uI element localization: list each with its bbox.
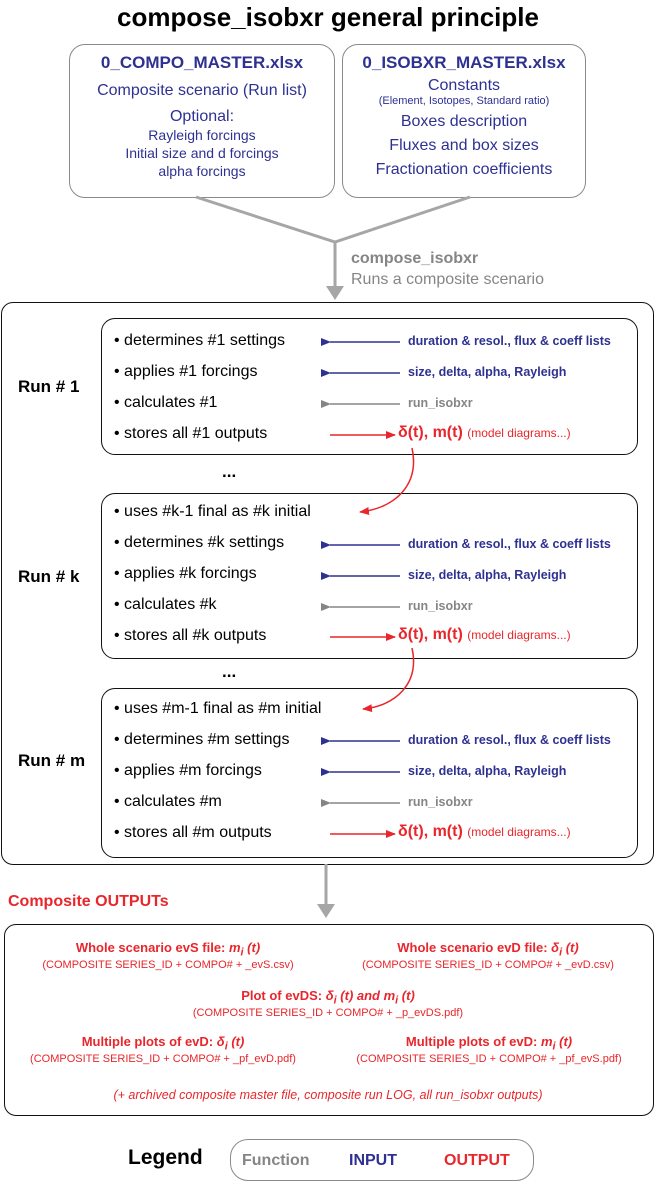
compose-description: Runs a composite scenario (351, 271, 544, 288)
run-1-step-calculates: • calculates #1 (114, 394, 218, 411)
compo-master-item-alpha: alpha forcings (158, 163, 246, 179)
output-mult-evs: Multiple plots of evD: mi (t) (COMPOSITE… (330, 1034, 648, 1065)
run-k-step-calculates: • calculates #k (114, 596, 217, 613)
run-1-output-symbols: δ(t), m(t) (398, 424, 463, 441)
isobxr-master-constants-sub: (Element, Isotopes, Standard ratio) (378, 95, 550, 107)
run-k-output-note: (model diagrams...) (467, 628, 571, 642)
compo-master-item-size: Initial size and d forcings (125, 145, 279, 161)
run-m-output-symbols: δ(t), m(t) (398, 823, 463, 840)
legend-input: INPUT (349, 1152, 397, 1169)
compo-master-file: 0_COMPO_MASTER.xlsx (100, 53, 304, 72)
output-evd-symbol: δi (t) (551, 940, 579, 959)
run-1-label: Run # 1 (18, 377, 80, 396)
composite-outputs-title: Composite OUTPUTs (8, 893, 169, 910)
isobxr-master-fractionation: Fractionation coefficients (375, 161, 553, 178)
link-run-k-to-m (362, 647, 415, 713)
page-title: compose_isobxr general principle (117, 2, 539, 32)
funnel-connector (195, 195, 471, 300)
run-k-annot-outputs: δ(t), m(t) (model diagrams...) (398, 626, 571, 644)
legend-label: Legend (128, 1146, 203, 1169)
ellipsis-2: ... (222, 662, 237, 681)
composite-outputs-box (4, 924, 654, 1116)
run-k-step-uses: • uses #k-1 final as #k initial (114, 503, 311, 520)
isobxr-master-boxes: Boxes description (400, 113, 528, 130)
compo-master-box: 0_COMPO_MASTER.xlsx Composite scenario (… (69, 44, 335, 198)
run-1-annot-settings: duration & resol., flux & coeff lists (408, 334, 611, 348)
run-m-annot-calculates: run_isobxr (408, 795, 473, 809)
run-1-annot-calculates: run_isobxr (408, 396, 473, 410)
legend-function: Function (242, 1152, 310, 1169)
run-m-step-calculates: • calculates #m (114, 793, 222, 810)
run-1-step-stores: • stores all #1 outputs (114, 425, 268, 442)
compo-master-runlist: Composite scenario (Run list) (97, 82, 307, 99)
run-m-annot-settings: duration & resol., flux & coeff lists (408, 733, 611, 747)
run-1-step-forcings: • applies #1 forcings (114, 363, 258, 380)
output-evs-file: (COMPOSITE SERIES_ID + COMPO# + _evS.csv… (42, 958, 294, 971)
ellipsis-1: ... (222, 462, 237, 481)
isobxr-master-box: 0_ISOBXR_MASTER.xlsx Constants (Element,… (342, 44, 586, 198)
output-evds-file: (COMPOSITE SERIES_ID + COMPO# + _p_evDS.… (192, 1006, 464, 1019)
run-m-output-note: (model diagrams...) (467, 825, 571, 839)
run-m-step-stores: • stores all #m outputs (114, 824, 272, 841)
run-k-label: Run # k (18, 567, 80, 586)
compo-master-optional: Optional: (169, 108, 235, 125)
isobxr-master-constants: Constants (427, 77, 501, 94)
run-1-box (101, 318, 638, 455)
compose-function-label: compose_isobxr (351, 250, 479, 267)
compo-master-item-rayleigh: Rayleigh forcings (148, 127, 256, 143)
link-run-1-to-k (359, 447, 415, 515)
output-mult-evs-file: (COMPOSITE SERIES_ID + COMPO# + _pf_evS.… (356, 1052, 622, 1065)
run-1-annot-forcings: size, delta, alpha, Rayleigh (408, 365, 567, 379)
run-k-step-forcings: • applies #k forcings (114, 565, 257, 582)
run-k-step-settings: • determines #k settings (114, 534, 285, 551)
run-k-output-symbols: δ(t), m(t) (398, 626, 463, 643)
run-m-label: Run # m (18, 751, 86, 770)
output-evs-symbol: mi (t) (228, 940, 261, 959)
run-m-annot-outputs: δ(t), m(t) (model diagrams...) (398, 823, 571, 841)
run-m-annot-forcings: size, delta, alpha, Rayleigh (408, 764, 567, 778)
run-1-step-settings: • determines #1 settings (114, 332, 286, 349)
run-k-step-stores: • stores all #k outputs (114, 627, 267, 644)
run-m-step-settings: • determines #m settings (114, 731, 290, 748)
output-mult-evd-symbol: δi (t) (216, 1034, 245, 1053)
output-evd-file: (COMPOSITE SERIES_ID + COMPO# + _evD.csv… (362, 958, 614, 971)
outputs-connector (317, 864, 335, 918)
isobxr-master-file: 0_ISOBXR_MASTER.xlsx (362, 53, 566, 72)
run-m-box (101, 688, 638, 858)
run-m-step-uses: • uses #m-1 final as #m initial (114, 700, 322, 717)
output-mult-evs-symbol: mi (t) (540, 1034, 573, 1053)
run-k-annot-calculates: run_isobxr (408, 599, 473, 613)
output-evd: Whole scenario evD file: δi (t) (COMPOSI… (330, 940, 646, 971)
run-m-step-forcings: • applies #m forcings (114, 762, 262, 779)
run-k-annot-settings: duration & resol., flux & coeff lists (408, 537, 611, 551)
output-evds: Plot of evDS: δi (t) and mi (t) (COMPOSI… (4, 988, 652, 1019)
run-1-output-note: (model diagrams...) (467, 426, 571, 440)
run-k-annot-forcings: size, delta, alpha, Rayleigh (408, 568, 567, 582)
output-evds-symbols: δi (t) and mi (t) (325, 988, 415, 1007)
output-evs: Whole scenario evS file: mi (t) (COMPOSI… (10, 940, 326, 971)
legend-output: OUTPUT (444, 1152, 510, 1169)
run-1-annot-outputs: δ(t), m(t) (model diagrams...) (398, 424, 571, 442)
isobxr-master-fluxes: Fluxes and box sizes (389, 137, 539, 154)
output-archived-note: (+ archived composite master file, compo… (113, 1088, 543, 1102)
output-mult-evd-file: (COMPOSITE SERIES_ID + COMPO# + _pf_evD.… (30, 1052, 296, 1065)
output-mult-evd: Multiple plots of evD: δi (t) (COMPOSITE… (4, 1034, 322, 1065)
